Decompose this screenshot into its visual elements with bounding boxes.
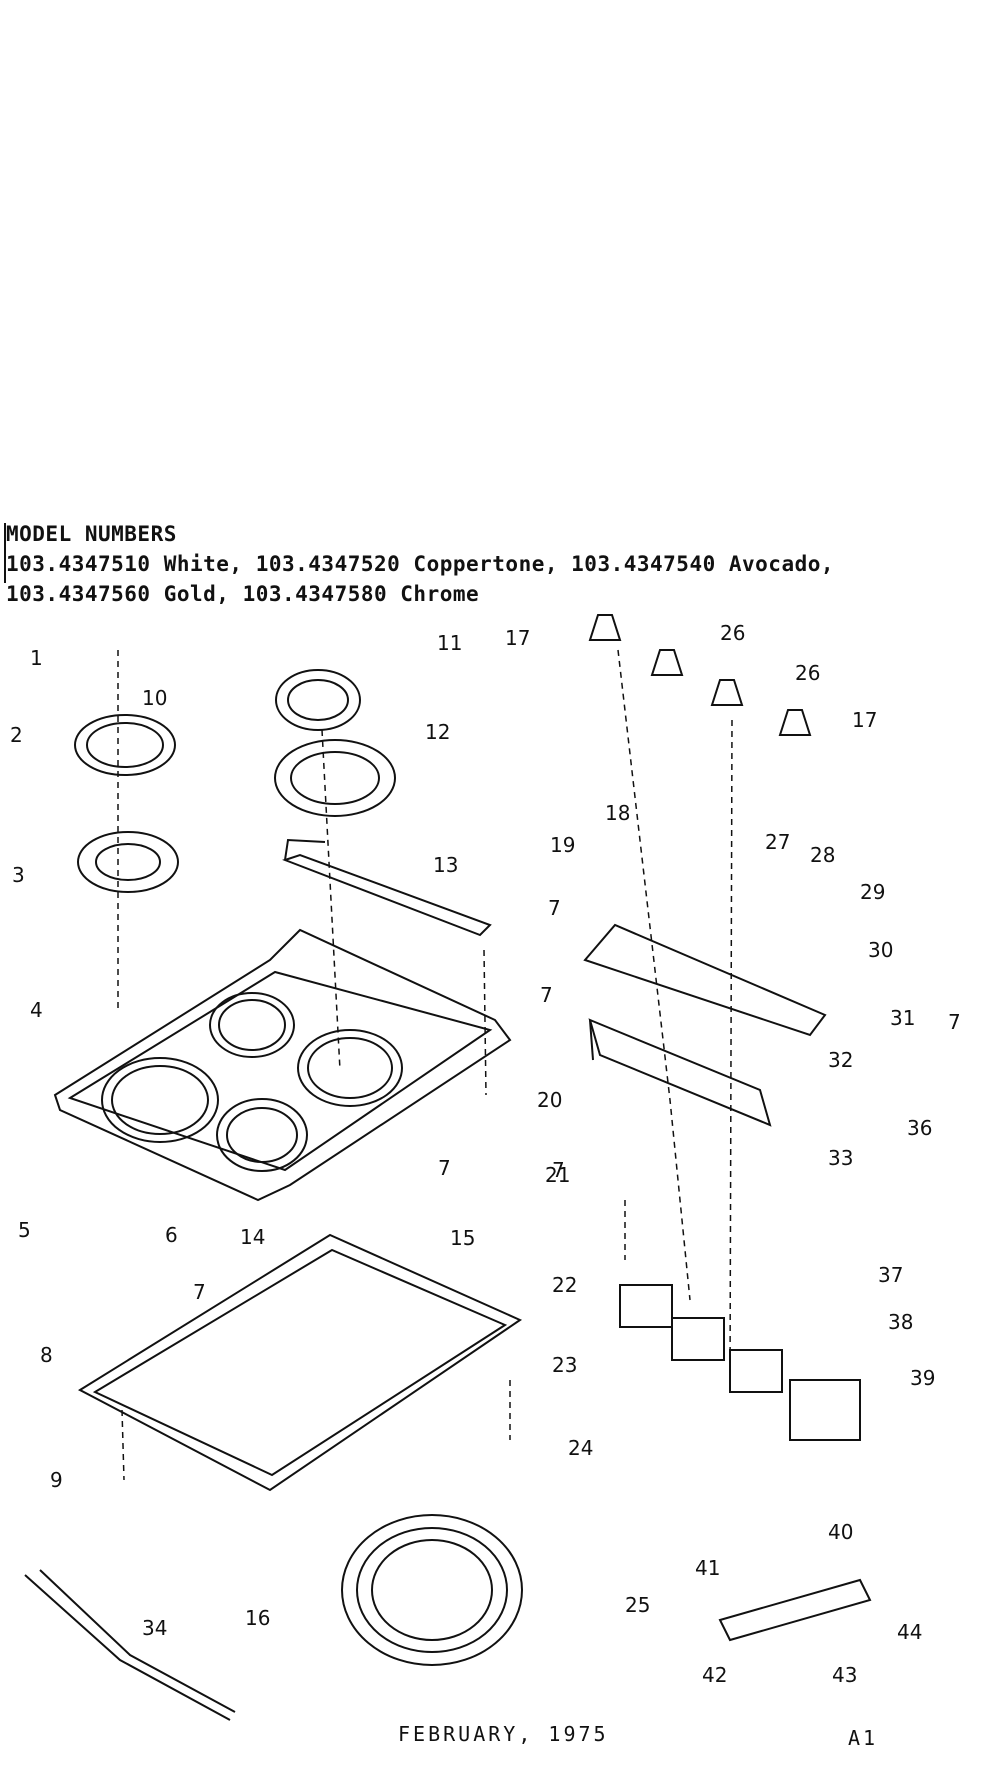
callout-label: 4 [30,998,43,1022]
callout-label: 42 [702,1663,728,1687]
callout-label: 9 [50,1468,63,1492]
callout-label: 28 [810,843,836,867]
callout-label: 41 [695,1556,721,1580]
footer-page-number: A1 [848,1726,879,1750]
footer-date: FEBRUARY, 1975 [398,1722,609,1746]
callout-label: 7 [438,1156,451,1180]
callout-label: 40 [828,1520,854,1544]
callout-label: 13 [433,853,459,877]
callout-label: 11 [437,631,463,655]
callout-label: 25 [625,1593,651,1617]
callout-label: 7 [548,896,561,920]
callout-label: 5 [18,1218,31,1242]
callout-label: 7 [540,983,553,1007]
callout-label: 22 [552,1273,578,1297]
model-numbers-title: MODEL NUMBERS [6,522,177,546]
callout-label: 16 [245,1606,271,1630]
callout-label: 7 [948,1010,961,1034]
callout-label: 12 [425,720,451,744]
callout-label: 15 [450,1226,476,1250]
callout-label: 21 [545,1163,571,1187]
callout-label: 37 [878,1263,904,1287]
callout-label: 31 [890,1006,916,1030]
header-margin-bar [4,523,6,583]
callout-label: 44 [897,1620,923,1644]
callout-label: 39 [910,1366,936,1390]
callout-label: 38 [888,1310,914,1334]
callout-label: 20 [537,1088,563,1112]
callout-label: 19 [550,833,576,857]
callout-label: 36 [907,1116,933,1140]
callout-label: 18 [605,801,631,825]
callout-label: 30 [868,938,894,962]
callout-label: 43 [832,1663,858,1687]
callout-label: 29 [860,880,886,904]
callout-label: 34 [142,1616,168,1640]
callout-label: 7 [552,1158,565,1182]
callout-label: 33 [828,1146,854,1170]
callout-label: 26 [795,661,821,685]
model-numbers-line-2: 103.4347560 Gold, 103.4347580 Chrome [6,582,480,606]
callout-label: 10 [142,686,168,710]
callout-label: 6 [165,1223,178,1247]
callout-label: 23 [552,1353,578,1377]
callout-label: 8 [40,1343,53,1367]
callout-label: 17 [505,626,531,650]
callout-label: 27 [765,830,791,854]
callout-label: 26 [720,621,746,645]
callout-label: 17 [852,708,878,732]
callout-label: 24 [568,1436,594,1460]
callout-label: 14 [240,1225,266,1249]
callout-label: 3 [12,863,25,887]
callout-label: 1 [30,646,43,670]
callout-label: 32 [828,1048,854,1072]
callout-label: 7 [193,1280,206,1304]
callout-label: 2 [10,723,23,747]
model-numbers-line-1: 103.4347510 White, 103.4347520 Copperton… [6,552,835,576]
